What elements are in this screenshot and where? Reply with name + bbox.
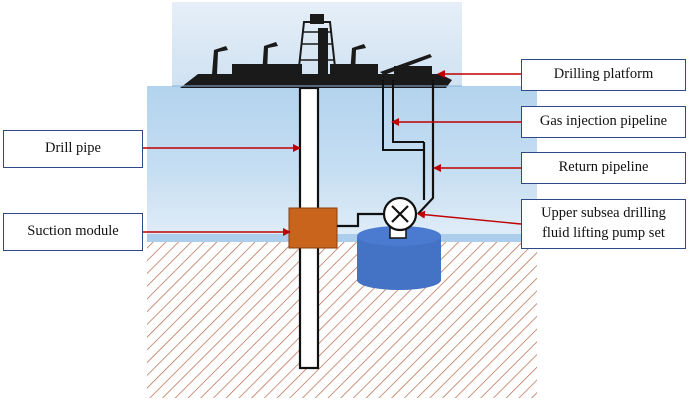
label-return-pipeline-text: Return pipeline [558, 159, 649, 176]
label-drilling-platform-text: Drilling platform [553, 66, 654, 83]
callout-arrows [143, 70, 522, 236]
seabed [147, 242, 537, 398]
suction-module [288, 207, 338, 249]
label-pump-set-line2: fluid lifting pump set [542, 225, 665, 241]
label-return-pipeline: Return pipeline [521, 152, 686, 184]
gas-injection-pipeline-inner [392, 80, 424, 143]
label-suction-module-text: Suction module [27, 223, 119, 240]
pump-symbol [382, 196, 418, 232]
label-pump-set: Upper subsea drilling fluid lifting pump… [521, 199, 686, 249]
suction-to-pump-line [337, 212, 384, 228]
label-gas-injection-pipeline-text: Gas injection pipeline [539, 113, 668, 130]
drilling-ship [180, 14, 452, 88]
label-gas-injection-pipeline: Gas injection pipeline [521, 106, 686, 138]
arrow-pump-set [417, 210, 522, 225]
label-pump-set-line1: Upper subsea drilling [541, 205, 666, 222]
return-pipeline-outer [417, 80, 435, 215]
label-drill-pipe-text: Drill pipe [45, 140, 101, 157]
label-drilling-platform: Drilling platform [521, 59, 686, 91]
label-drill-pipe: Drill pipe [3, 130, 143, 168]
label-suction-module: Suction module [3, 213, 143, 251]
seafloor-band [147, 234, 537, 242]
gas-injection-pipeline [382, 80, 424, 151]
sea-water [147, 86, 537, 242]
